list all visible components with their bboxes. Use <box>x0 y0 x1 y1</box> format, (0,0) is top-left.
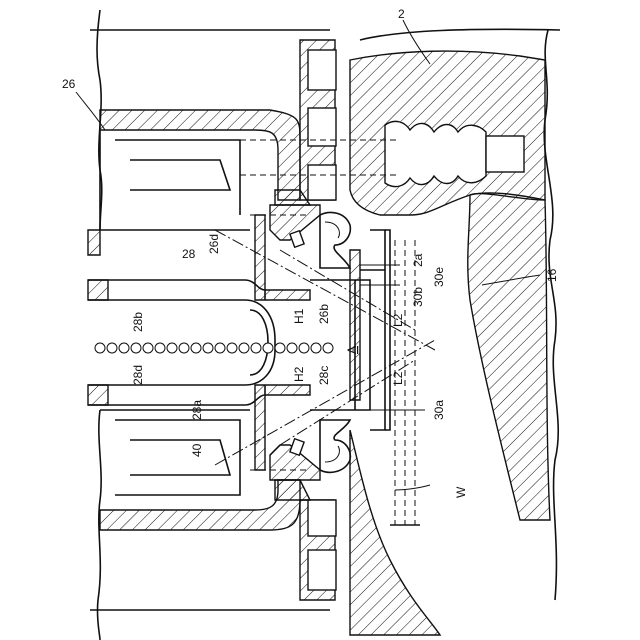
inner-chambers <box>100 130 250 495</box>
label-w: W <box>454 486 468 498</box>
label-h2: H2 <box>292 366 306 382</box>
label-28b: 28b <box>131 312 145 332</box>
label-26d: 26d <box>207 234 221 254</box>
label-28a: 28a <box>190 400 204 420</box>
label-40: 40 <box>190 443 204 457</box>
label-l2-lower: L2 <box>391 371 405 385</box>
label-l2-upper: L2 <box>391 313 405 327</box>
label-30b: 30b <box>411 287 425 307</box>
label-28: 28 <box>182 247 196 261</box>
label-h1: H1 <box>292 308 306 324</box>
label-a: A <box>345 346 359 354</box>
label-2a: 2a <box>411 253 425 267</box>
label-28c: 28c <box>317 366 331 385</box>
central-tube <box>88 280 275 405</box>
label-30a: 30a <box>432 400 446 420</box>
label-26b: 26b <box>317 304 331 324</box>
label-2: 2 <box>398 7 405 21</box>
label-26: 26 <box>62 77 76 91</box>
label-16: 16 <box>545 268 559 282</box>
label-28d: 28d <box>131 365 145 385</box>
bead-chain <box>95 343 333 353</box>
label-30e: 30e <box>432 267 446 287</box>
